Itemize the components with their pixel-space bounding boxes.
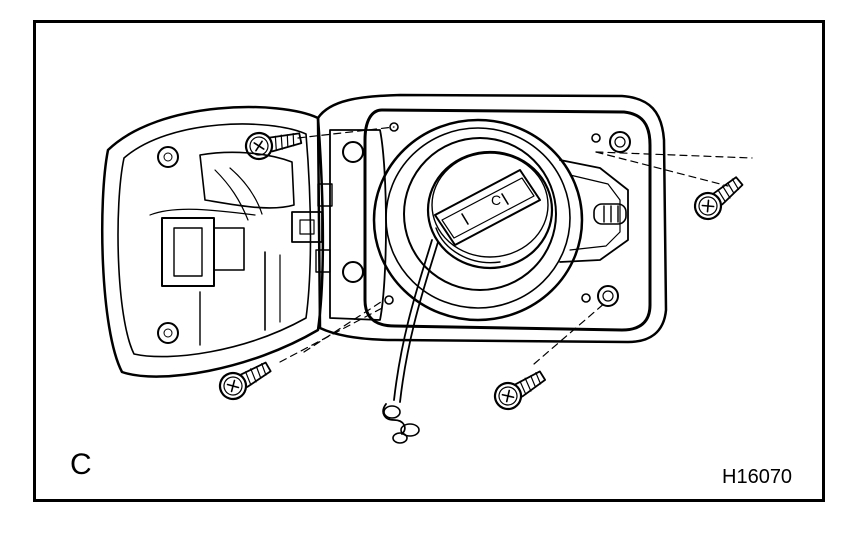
diagram-frame	[33, 20, 825, 502]
filler-neck	[372, 118, 584, 322]
tether-strap-icon	[382, 239, 439, 444]
fuel-inlet-housing	[316, 93, 668, 344]
cap-letter: C	[491, 192, 501, 208]
fuel-door-icon	[100, 105, 333, 378]
view-label: C	[70, 448, 92, 481]
screw-icon	[693, 176, 744, 221]
alignment-lines	[279, 126, 753, 365]
screw-icon	[244, 131, 303, 161]
screw-icon	[493, 370, 547, 411]
fuel-cap-icon	[426, 150, 554, 270]
figure-code: H16070	[722, 466, 793, 488]
screw-icon	[218, 361, 272, 401]
